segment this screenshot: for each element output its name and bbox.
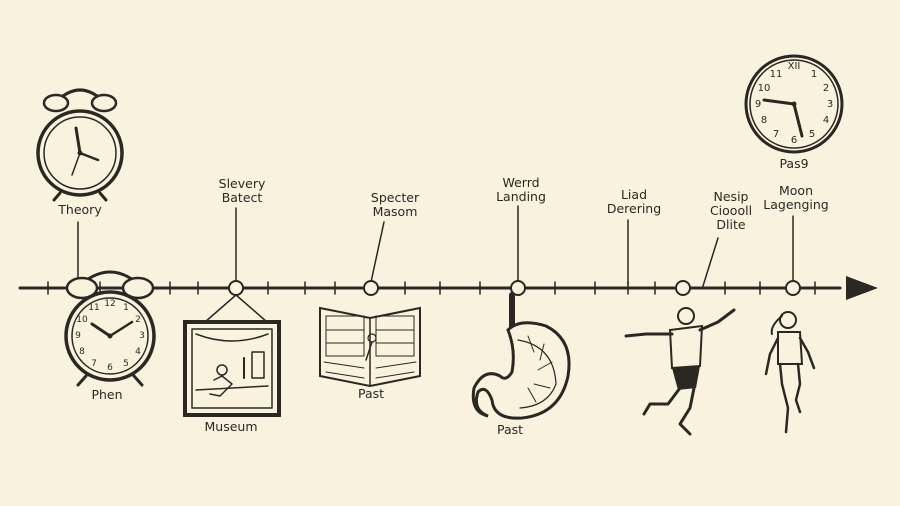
wall-clock-numeral-6: 6 (790, 135, 798, 146)
label-specter-line2: Masom (372, 204, 418, 219)
timeline-arrowhead (846, 276, 878, 300)
alarm-clock-numeral-4: 4 (135, 347, 141, 357)
label-nesip-line2: Cioooll (709, 203, 753, 218)
label-slavery: Slevery Batect (219, 177, 266, 205)
alarm-clock-numeral-2: 2 (135, 315, 141, 325)
label-nesip-line1: Nesip (713, 189, 749, 204)
label-past-stomach: Past (496, 422, 524, 437)
label-museum: Museum (204, 419, 258, 434)
wall-clock-numeral-12: XII (787, 61, 801, 72)
label-past-book: Past (357, 386, 385, 401)
label-slavery-line2: Batect (221, 190, 263, 205)
leader-lines (77, 205, 794, 287)
label-moon-line1: Moon (778, 183, 813, 198)
label-nesip: Nesip Cioooll Dlite (710, 190, 752, 232)
wall-clock-numeral-8: 8 (760, 115, 768, 126)
label-liad-line1: Liad (620, 187, 648, 202)
timeline-ticks (47, 281, 816, 295)
label-phen: Phen (91, 387, 123, 402)
alarm-clock-numeral-9: 9 (75, 331, 81, 341)
alarm-clock-bottom-icon (64, 270, 156, 387)
label-slavery-line1: Slevery (218, 176, 266, 191)
alarm-clock-numeral-8: 8 (79, 347, 85, 357)
label-liad: Liad Derering (607, 188, 661, 216)
wall-clock-numeral-11: 11 (769, 69, 783, 80)
wall-clock-numeral-5: 5 (808, 129, 816, 140)
wall-clock-numeral-10: 10 (757, 83, 771, 94)
label-moon-line2: Lagenging (763, 197, 829, 212)
wall-clock-numeral-1: 1 (810, 69, 818, 80)
label-specter-line1: Specter (370, 190, 420, 205)
female-runner-icon (764, 311, 816, 434)
wall-clock-numeral-2: 2 (822, 83, 830, 94)
male-runner-icon (624, 307, 736, 436)
label-specter: Specter Masom (371, 191, 419, 219)
open-book-icon (319, 306, 421, 388)
alarm-clock-numeral-3: 3 (139, 331, 145, 341)
wall-clock-numeral-7: 7 (772, 129, 780, 140)
label-theory: Theory (58, 202, 102, 217)
alarm-clock-numeral-11: 11 (88, 303, 100, 313)
label-moon: Moon Lagenging (763, 184, 828, 212)
alarm-clock-numeral-5: 5 (123, 359, 129, 369)
wall-clock-icon (744, 54, 844, 154)
label-weird-landing: Werrd Landing (496, 176, 546, 204)
wall-clock-numeral-9: 9 (754, 99, 762, 110)
alarm-clock-numeral-1: 1 (123, 303, 129, 313)
alarm-clock-numeral-6: 6 (107, 363, 113, 373)
wall-clock-numeral-4: 4 (822, 115, 830, 126)
label-clock-caption: Pas9 (779, 156, 809, 171)
alarm-clock-numeral-10: 10 (76, 315, 88, 325)
alarm-clock-numeral-12: 12 (104, 299, 116, 309)
stomach-icon (471, 292, 571, 420)
alarm-clock-top-icon (36, 88, 124, 202)
alarm-clock-numeral-7: 7 (91, 359, 97, 369)
museum-frame-icon (183, 294, 281, 417)
label-weird-line1: Werrd (502, 175, 540, 190)
label-liad-line2: Derering (606, 201, 662, 216)
timeline-nodes (228, 280, 801, 296)
label-weird-line2: Landing (496, 189, 546, 204)
label-nesip-line3: Dlite (716, 217, 746, 232)
wall-clock-numeral-3: 3 (826, 99, 834, 110)
